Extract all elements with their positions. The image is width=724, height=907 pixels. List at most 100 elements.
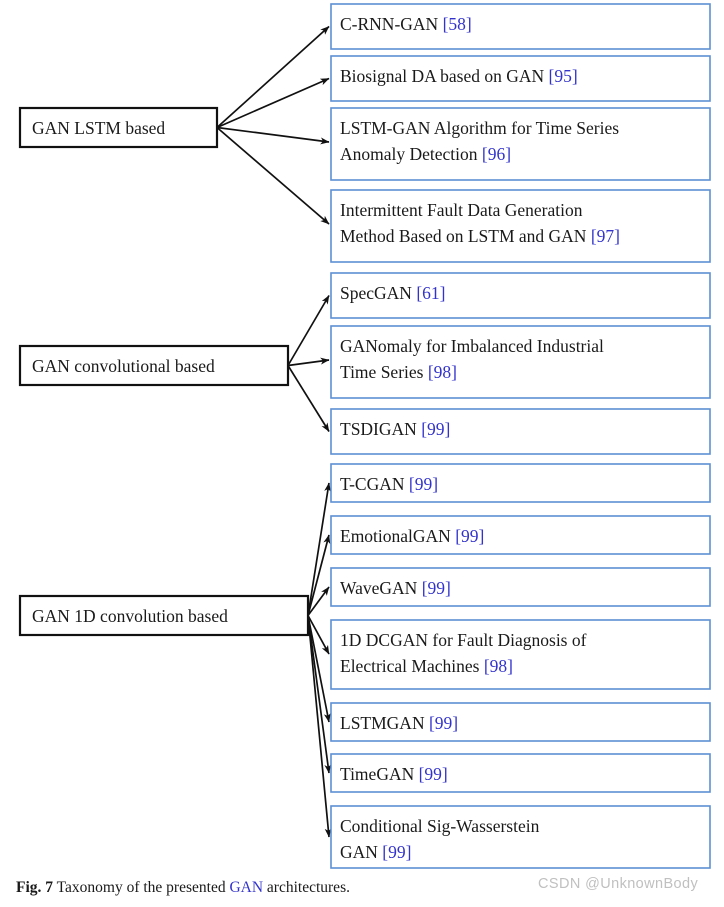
leaf-tsdigan-text: TSDIGAN xyxy=(340,419,417,439)
category-node-gan-lstm-based[interactable]: GAN LSTM based xyxy=(18,106,219,149)
leaf-node-c-rnn-gan[interactable]: C-RNN-GAN [58] xyxy=(330,3,711,50)
leaf-box-ganomaly-imbalanced-industrial-time-series[interactable] xyxy=(330,325,711,399)
leaf-box-lstmgan[interactable] xyxy=(330,702,711,742)
leaf-biosignal-da-based-on-gan-reference: [95] xyxy=(549,66,578,86)
leaf-emotionalgan-reference: [99] xyxy=(455,526,484,546)
edge-gan-1d-convolution-based-to-t-cgan xyxy=(307,482,332,616)
leaf-node-lstm-gan-algorithm-time-series-anomaly-detection[interactable]: LSTM-GAN Algorithm for Time SeriesAnomal… xyxy=(330,107,711,181)
leaf-box-intermittent-fault-data-generation-lstm-gan[interactable] xyxy=(330,189,711,263)
leaf-t-cgan-line-1: T-CGAN [99] xyxy=(340,474,438,494)
leaf-c-rnn-gan-line-1: C-RNN-GAN [58] xyxy=(340,14,472,34)
edge-gan-1d-convolution-based-to-conditional-sig-wasserstein-gan xyxy=(307,615,332,838)
edge-gan-convolutional-based-to-ganomaly-imbalanced-industrial-time-series xyxy=(287,357,330,367)
leaf-box-lstm-gan-algorithm-time-series-anomaly-detection[interactable] xyxy=(330,107,711,181)
leaf-node-timegan[interactable]: TimeGAN [99] xyxy=(330,753,711,793)
leaf-conditional-sig-wasserstein-gan-line-1: Conditional Sig-Wasserstein xyxy=(340,816,540,836)
leaf-1d-dcgan-fault-diagnosis-electrical-machines-line-2: Electrical Machines [98] xyxy=(340,656,513,676)
leaf-conditional-sig-wasserstein-gan-reference: [99] xyxy=(382,842,411,862)
leaf-lstm-gan-algorithm-time-series-anomaly-detection-text: LSTM-GAN Algorithm for Time Series xyxy=(340,118,619,138)
leaf-box-t-cgan[interactable] xyxy=(330,463,711,503)
leaf-conditional-sig-wasserstein-gan-text: GAN xyxy=(340,842,378,862)
leaf-box-emotionalgan[interactable] xyxy=(330,515,711,555)
category-label-gan-lstm-based: GAN LSTM based xyxy=(32,118,165,138)
leaf-biosignal-da-based-on-gan-line-1: Biosignal DA based on GAN [95] xyxy=(340,66,578,86)
edge-gan-convolutional-based-to-tsdigan xyxy=(287,365,330,432)
leaf-1d-dcgan-fault-diagnosis-electrical-machines-reference: [98] xyxy=(484,656,513,676)
caption-highlight-gan: GAN xyxy=(229,879,264,896)
leaf-emotionalgan-line-1: EmotionalGAN [99] xyxy=(340,526,484,546)
category-label-gan-convolutional-based: GAN convolutional based xyxy=(32,356,215,376)
leaf-lstmgan-text: LSTMGAN xyxy=(340,713,425,733)
leaf-node-tsdigan[interactable]: TSDIGAN [99] xyxy=(330,408,711,455)
csdn-watermark: CSDN @UnknownBody xyxy=(538,876,699,892)
category-node-gan-convolutional-based[interactable]: GAN convolutional based xyxy=(18,344,290,387)
leaf-specgan-line-1: SpecGAN [61] xyxy=(340,283,445,303)
leaf-wavegan-text: WaveGAN xyxy=(340,578,418,598)
leaf-box-conditional-sig-wasserstein-gan[interactable] xyxy=(330,805,711,869)
leaf-biosignal-da-based-on-gan-text: Biosignal DA based on GAN xyxy=(340,66,545,86)
leaf-box-c-rnn-gan[interactable] xyxy=(330,3,711,50)
leaf-conditional-sig-wasserstein-gan-line-2: GAN [99] xyxy=(340,842,411,862)
edge-gan-1d-convolution-based-to-emotionalgan xyxy=(307,534,331,616)
edge-gan-convolutional-based-to-specgan xyxy=(287,295,330,366)
category-node-gan-1d-convolution-based[interactable]: GAN 1D convolution based xyxy=(18,594,310,637)
nodes-layer: GAN LSTM based C-RNN-GAN [58] Biosignal DA… xyxy=(18,3,711,869)
leaf-box-wavegan[interactable] xyxy=(330,567,711,607)
leaf-lstmgan-line-1: LSTMGAN [99] xyxy=(340,713,458,733)
edge-gan-1d-convolution-based-to-wavegan xyxy=(307,586,330,617)
leaf-timegan-reference: [99] xyxy=(419,764,448,784)
figure-number: Fig. 7 xyxy=(16,879,54,896)
leaf-lstm-gan-algorithm-time-series-anomaly-detection-text: Anomaly Detection xyxy=(340,144,478,164)
edge-gan-lstm-based-to-intermittent-fault-data-generation-lstm-gan xyxy=(216,126,330,225)
edge-gan-lstm-based-to-c-rnn-gan xyxy=(216,25,330,129)
leaf-lstm-gan-algorithm-time-series-anomaly-detection-reference: [96] xyxy=(482,144,511,164)
leaf-box-timegan[interactable] xyxy=(330,753,711,793)
leaf-ganomaly-imbalanced-industrial-time-series-text: Time Series xyxy=(340,362,424,382)
category-box-gan-convolutional-based[interactable] xyxy=(18,344,290,387)
leaf-node-lstmgan[interactable]: LSTMGAN [99] xyxy=(330,702,711,742)
edges-layer xyxy=(216,25,332,838)
leaf-node-wavegan[interactable]: WaveGAN [99] xyxy=(330,567,711,607)
caption-text-before: Taxonomy of the presented xyxy=(56,879,226,896)
leaf-t-cgan-reference: [99] xyxy=(409,474,438,494)
category-box-gan-lstm-based[interactable] xyxy=(18,106,219,149)
edge-gan-lstm-based-to-biosignal-da-based-on-gan xyxy=(216,77,330,129)
leaf-conditional-sig-wasserstein-gan-text: Conditional Sig-Wasserstein xyxy=(340,816,540,836)
leaf-1d-dcgan-fault-diagnosis-electrical-machines-line-1: 1D DCGAN for Fault Diagnosis of xyxy=(340,630,587,650)
leaf-node-1d-dcgan-fault-diagnosis-electrical-machines[interactable]: 1D DCGAN for Fault Diagnosis of Electrica… xyxy=(330,619,711,690)
category-label-gan-1d-convolution-based: GAN 1D convolution based xyxy=(32,606,228,626)
leaf-intermittent-fault-data-generation-lstm-gan-text: Method Based on LSTM and GAN xyxy=(340,226,587,246)
caption-text-after: architectures. xyxy=(266,879,350,896)
leaf-box-1d-dcgan-fault-diagnosis-electrical-machines[interactable] xyxy=(330,619,711,690)
figure-caption: Fig. 7 Taxonomy of the presented GAN arc… xyxy=(16,879,350,897)
edge-gan-1d-convolution-based-to-timegan xyxy=(307,615,332,774)
leaf-node-t-cgan[interactable]: T-CGAN [99] xyxy=(330,463,711,503)
leaf-lstm-gan-algorithm-time-series-anomaly-detection-line-2: Anomaly Detection [96] xyxy=(340,144,511,164)
leaf-lstm-gan-algorithm-time-series-anomaly-detection-line-1: LSTM-GAN Algorithm for Time Series xyxy=(340,118,619,138)
leaf-box-biosignal-da-based-on-gan[interactable] xyxy=(330,55,711,102)
leaf-node-specgan[interactable]: SpecGAN [61] xyxy=(330,272,711,319)
leaf-1d-dcgan-fault-diagnosis-electrical-machines-text: 1D DCGAN for Fault Diagnosis of xyxy=(340,630,587,650)
leaf-1d-dcgan-fault-diagnosis-electrical-machines-text: Electrical Machines xyxy=(340,656,480,676)
leaf-node-intermittent-fault-data-generation-lstm-gan[interactable]: Intermittent Fault Data GenerationMethod… xyxy=(330,189,711,263)
leaf-lstmgan-reference: [99] xyxy=(429,713,458,733)
leaf-specgan-reference: [61] xyxy=(416,283,445,303)
leaf-wavegan-line-1: WaveGAN [99] xyxy=(340,578,451,598)
edge-gan-lstm-based-to-lstm-gan-algorithm-time-series-anomaly-detection xyxy=(216,126,330,145)
leaf-tsdigan-line-1: TSDIGAN [99] xyxy=(340,419,450,439)
leaf-box-tsdigan[interactable] xyxy=(330,408,711,455)
leaf-specgan-text: SpecGAN xyxy=(340,283,412,303)
leaf-node-emotionalgan[interactable]: EmotionalGAN [99] xyxy=(330,515,711,555)
category-box-gan-1d-convolution-based[interactable] xyxy=(18,594,310,637)
leaf-c-rnn-gan-reference: [58] xyxy=(443,14,472,34)
edge-gan-1d-convolution-based-to-lstmgan xyxy=(307,615,331,723)
leaf-node-biosignal-da-based-on-gan[interactable]: Biosignal DA based on GAN [95] xyxy=(330,55,711,102)
leaf-ganomaly-imbalanced-industrial-time-series-line-2: Time Series [98] xyxy=(340,362,457,382)
leaf-ganomaly-imbalanced-industrial-time-series-line-1: GANomaly for Imbalanced Industrial xyxy=(340,336,604,356)
leaf-timegan-line-1: TimeGAN [99] xyxy=(340,764,448,784)
leaf-box-specgan[interactable] xyxy=(330,272,711,319)
